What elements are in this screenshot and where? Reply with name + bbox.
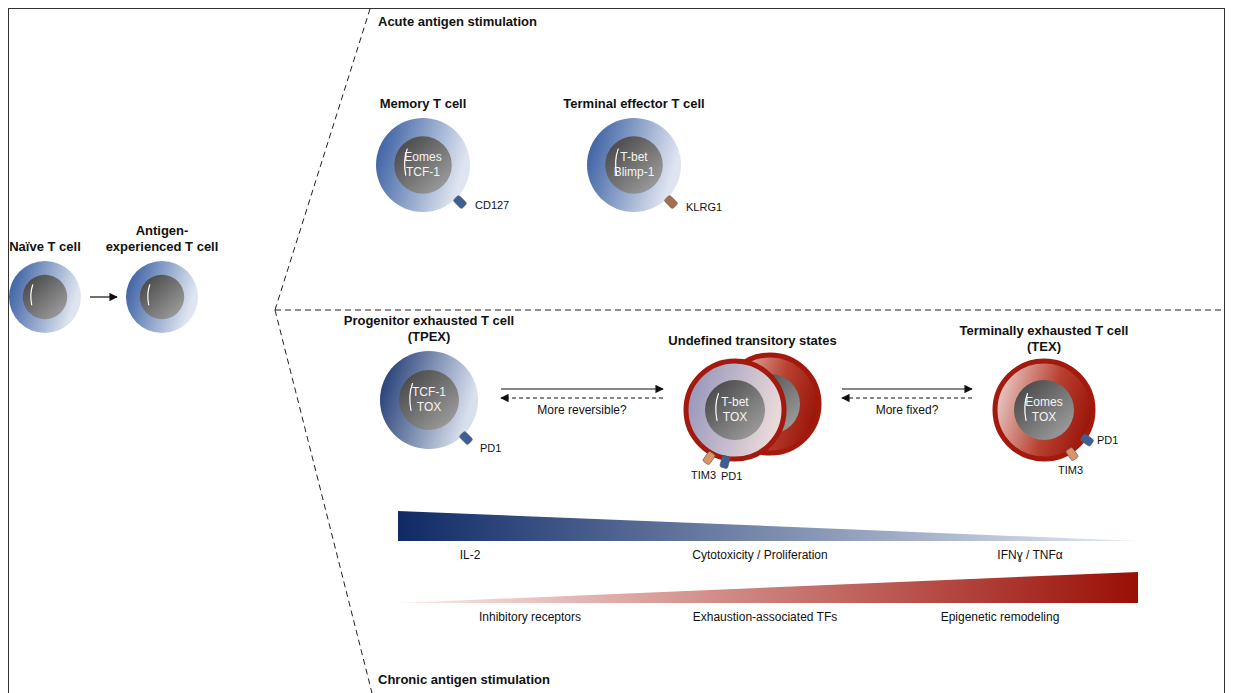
split-line: [275, 310, 372, 693]
cell-node: Naïve T cell: [8, 260, 82, 334]
cell-membrane: [126, 261, 198, 333]
cell-membrane: [995, 361, 1093, 459]
cell-membrane: [376, 118, 470, 212]
cell-node: Progenitor exhausted T cell (TPEX)TCF-1 …: [379, 350, 479, 450]
receptor-symbol: [1080, 433, 1094, 446]
receptor-symbol: [720, 455, 731, 469]
receptor-symbol: [702, 451, 715, 465]
gradient-label: Inhibitory receptors: [479, 610, 581, 624]
cell-nucleus: [394, 136, 452, 194]
cell-node: Undefined transitory statesT-bet TOXTIM3…: [685, 354, 820, 460]
cell-node: Terminal effector T cellT-bet Blimp-1KLR…: [586, 117, 682, 213]
cell-heading: Terminally exhausted T cell (TEX): [949, 323, 1139, 356]
region-title: Acute antigen stimulation: [378, 14, 537, 29]
receptor-label: PD1: [721, 470, 742, 482]
gradient-wedge: [398, 511, 1138, 541]
gradient-label: Epigenetic remodeling: [941, 610, 1060, 624]
transition-arrow: [501, 388, 663, 389]
receptor-symbol: [1065, 447, 1078, 461]
cell-nucleus: [705, 380, 765, 440]
receptor-label: PD1: [1097, 434, 1118, 446]
cell-node: Memory T cellEomes TCF-1CD127: [375, 117, 471, 213]
cell-node: Antigen-experienced T cell: [125, 260, 199, 334]
cell-nucleus: [23, 275, 67, 319]
receptor-symbol: [459, 431, 473, 445]
cell-node: Terminally exhausted T cell (TEX)Eomes T…: [994, 360, 1094, 460]
outer-frame: [9, 9, 1225, 693]
receptor-label: TIM3: [1058, 464, 1083, 476]
receptor-label: CD127: [475, 199, 509, 211]
cell-drawing: [685, 354, 820, 460]
cell-heading: Antigen-experienced T cell: [102, 223, 222, 256]
receptor-symbol: [453, 195, 467, 209]
cell-nucleus: [140, 275, 184, 319]
gradient-wedge: [398, 572, 1138, 603]
cell-heading: Progenitor exhausted T cell (TPEX): [334, 313, 524, 346]
receptor-label: TIM3: [691, 469, 716, 481]
cell-membrane: [686, 361, 784, 459]
gradient-label: Cytotoxicity / Proliferation: [692, 548, 827, 562]
transcription-factors: T-bet TOX: [709, 395, 761, 425]
nucleus-highlight: [31, 285, 33, 305]
nucleus-highlight: [716, 394, 719, 421]
transition-arrow: [842, 397, 972, 398]
gradient-label: IL-2: [460, 548, 481, 562]
split-line: [275, 9, 370, 310]
cell-drawing: [8, 260, 82, 334]
cell-drawing: [125, 260, 199, 334]
gradient-label: IFNɣ / TNFα: [997, 548, 1062, 562]
receptor-symbol: [664, 195, 678, 209]
nucleus-highlight: [148, 285, 150, 305]
transition-arrow: [501, 397, 663, 398]
cell-heading: Naïve T cell: [0, 239, 105, 255]
transcription-factors: Eomes TOX: [1018, 395, 1070, 425]
cell-heading: Undefined transitory states: [643, 333, 863, 349]
split-line: [275, 310, 1224, 311]
transition-arrow: [90, 296, 117, 297]
transcription-factors: Eomes TCF-1: [397, 150, 449, 180]
transcription-factors: TCF-1 TOX: [403, 385, 455, 415]
transcription-factors: T-bet Blimp-1: [608, 150, 660, 180]
cell-nucleus: [399, 370, 459, 430]
cell-heading: Memory T cell: [343, 96, 503, 112]
cell-membrane: [587, 118, 681, 212]
receptor-label: PD1: [480, 442, 501, 454]
cell-heading: Terminal effector T cell: [539, 96, 729, 112]
transition-arrow: [842, 388, 972, 389]
gradient-label: Exhaustion-associated TFs: [693, 610, 838, 624]
cell-nucleus: [1014, 380, 1074, 440]
cell-membrane: [380, 351, 478, 449]
region-title: Chronic antigen stimulation: [378, 672, 550, 687]
cell-nucleus: [605, 136, 663, 194]
edge-label: More reversible?: [535, 403, 628, 417]
edge-label: More fixed?: [874, 403, 941, 417]
receptor-label: KLRG1: [686, 201, 722, 213]
cell-membrane: [9, 261, 81, 333]
